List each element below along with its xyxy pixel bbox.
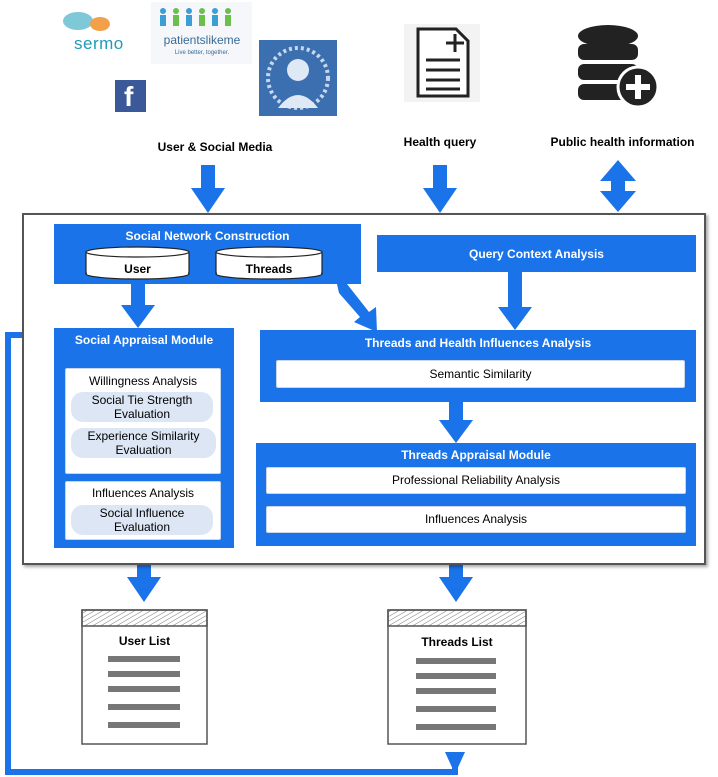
user-database-label: User: [124, 262, 151, 276]
threads-list-icon: [387, 609, 527, 745]
patientslikeme-logo: patientslikeme: [163, 33, 241, 47]
social-tie-strength-evaluation: Social Tie Strength Evaluation: [71, 392, 213, 422]
willingness-analysis-title: Willingness Analysis: [88, 374, 198, 388]
threads-health-influences-analysis: Threads and Health Influences Analysis S…: [260, 330, 696, 402]
arrow-to-user-list: [127, 553, 161, 602]
experience-similarity-evaluation: Experience Similarity Evaluation: [71, 428, 216, 458]
facebook-icon: [115, 80, 146, 112]
facebook-logo: f: [124, 81, 134, 112]
social-network-icon: [259, 40, 337, 116]
threads-list-title: Threads List: [421, 635, 493, 649]
health-query-label: Health query: [403, 135, 477, 149]
output-arrows: [127, 553, 473, 602]
social-influence-evaluation: Social Influence Evaluation: [71, 505, 213, 535]
influences-analysis-title: Influences Analysis: [91, 486, 195, 500]
arrow-public-health-bidirectional: [600, 160, 636, 212]
semantic-similarity: Semantic Similarity: [276, 360, 685, 388]
threads-appraisal-module: Threads Appraisal Module Professional Re…: [256, 443, 696, 546]
document-plus-icon: [404, 24, 480, 102]
arrow-health-query-down: [423, 165, 457, 213]
social-appraisal-module: Social Appraisal Module Willingness Anal…: [54, 328, 234, 548]
user-list-title: User List: [118, 634, 171, 648]
threads-influences-analysis: Influences Analysis: [266, 506, 686, 533]
database-add-icon: [578, 25, 660, 109]
patientslikeme-tagline: Live better, together.: [174, 50, 230, 56]
user-list-icon: [81, 609, 208, 745]
user-social-media-label: User & Social Media: [157, 140, 273, 154]
arrow-to-threads-list: [439, 553, 473, 602]
public-health-information-label: Public health information: [550, 135, 695, 149]
sermo-logo-icon: [63, 12, 110, 31]
threads-health-influences-title: Threads and Health Influences Analysis: [364, 336, 592, 350]
query-context-analysis-title: Query Context Analysis: [469, 247, 604, 261]
professional-reliability-analysis: Professional Reliability Analysis: [266, 467, 686, 494]
threads-appraisal-module-title: Threads Appraisal Module: [401, 448, 551, 462]
social-network-construction-title: Social Network Construction: [125, 229, 290, 243]
social-appraisal-module-title: Social Appraisal Module: [74, 333, 214, 347]
threads-database-label: Threads: [245, 262, 293, 276]
source-arrows: [191, 160, 636, 213]
query-context-analysis: Query Context Analysis: [377, 235, 696, 272]
sermo-logo: sermo: [74, 34, 124, 53]
arrow-user-social-down: [191, 165, 225, 213]
patientslikeme-logo-icon: [151, 2, 252, 64]
